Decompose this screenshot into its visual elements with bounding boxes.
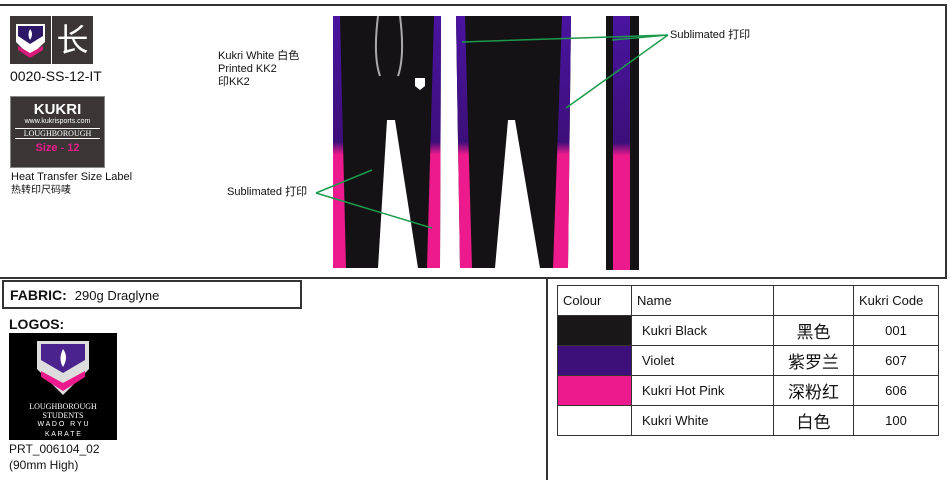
front-view-pants [333,15,441,268]
colour-swatch [557,315,632,346]
brand-name: KUKRI [33,101,82,118]
header-cn [773,285,854,316]
colour-name-cn: 紫罗兰 [773,345,854,376]
fabric-label: FABRIC: [10,287,67,303]
style-code: 0020-SS-12-IT [10,68,102,84]
colour-code: 606 [853,375,939,406]
side-view-pants [606,16,639,270]
colour-name: Violet [631,345,774,376]
colour-name: Kukri Black [631,315,774,346]
karate-logo: LOUGHBOROUGH STUDENTS W A D O R Y U K A … [9,333,117,440]
logo-text-2: STUDENTS [42,411,84,420]
header-code: Kukri Code [853,285,939,316]
header-name: Name [631,285,774,316]
colour-name: Kukri Hot Pink [631,375,774,406]
colour-swatch [557,345,632,376]
size-label-caption: Heat Transfer Size Label [11,171,133,183]
size-text: Size - 12 [35,142,80,154]
back-view-pants [456,16,571,268]
callout-lines [315,34,669,229]
colour-name-cn: 白色 [773,405,854,436]
logos-label: LOGOS: [9,316,65,332]
colour-code: 100 [853,405,939,436]
header-colour: Colour [557,285,632,316]
logo-text-1: LOUGHBOROUGH [29,402,97,411]
colour-name: Kukri White [631,405,774,436]
print-note: Kukri White 白色 Printed KK2 印KK2 [218,50,299,89]
club-name: LOUGHBOROUGH [15,128,100,139]
colour-swatch [557,375,632,406]
fabric-value: 290g Draglyne [74,288,160,303]
kukri-symbol-logo: 长 [52,16,93,64]
colour-code: 607 [853,345,939,376]
colour-name-cn: 深粉红 [773,375,854,406]
print-method: Printed KK2 [218,63,277,75]
logo-text-3: W A D O R Y U [37,421,89,428]
size-label-caption-cn: 热转印尺码唛 [11,185,71,196]
garment-drawings [315,15,669,270]
sublimated-note-right: Sublimated 打印 [670,29,751,41]
top-panel [0,4,947,279]
colour-swatch [557,405,632,436]
colour-name-cn: 黑色 [773,315,854,346]
table-header: Colour Name Kukri Code [557,285,939,316]
print-colour: Kukri White 白色 [218,50,300,62]
colour-code: 001 [853,315,939,346]
club-crest-logo [10,16,51,64]
print-method-cn: 印KK2 [218,76,250,88]
sublimated-note-left: Sublimated 打印 [227,186,308,198]
logo-size: (90mm High) [9,458,79,472]
divider [546,278,548,480]
logo-text-4: K A R A T E [45,431,81,438]
brand-url: www.kukrisports.com [24,118,91,125]
fabric-box: FABRIC: 290g Draglyne [2,280,302,309]
logo-code: PRT_006104_02 [9,442,100,456]
size-label-graphic: KUKRI www.kukrisports.com LOUGHBOROUGH S… [10,96,105,168]
